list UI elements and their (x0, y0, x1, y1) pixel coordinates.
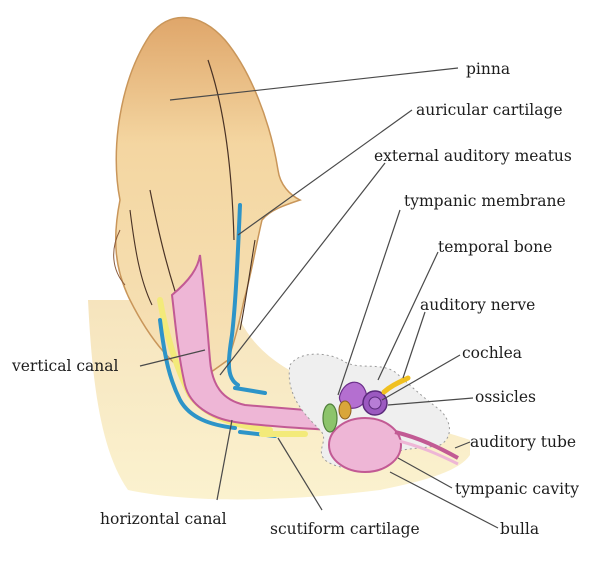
label-auditory-nerve: auditory nerve (420, 296, 535, 314)
label-auricular-cartilage: auricular cartilage (416, 101, 563, 119)
label-horizontal-canal: horizontal canal (100, 510, 227, 528)
tympanic-cavity (329, 418, 401, 472)
label-scutiform-cartilage: scutiform cartilage (270, 520, 420, 538)
label-vertical-canal: vertical canal (11, 357, 118, 375)
tympanic-membrane-shape (323, 404, 337, 432)
label-tympanic-membrane: tympanic membrane (404, 192, 566, 210)
label-pinna: pinna (466, 60, 510, 78)
ossicles-shape (339, 401, 351, 419)
label-bulla: bulla (500, 520, 539, 538)
label-external-auditory-meatus: external auditory meatus (374, 147, 572, 165)
temporal-bone-leader (378, 252, 438, 380)
label-temporal-bone: temporal bone (438, 238, 552, 256)
label-ossicles: ossicles (475, 388, 536, 406)
label-cochlea: cochlea (462, 344, 522, 362)
label-auditory-tube: auditory tube (470, 433, 576, 451)
cochlea-shape (369, 397, 381, 409)
auditory-nerve-leader (403, 312, 425, 378)
label-tympanic-cavity: tympanic cavity (455, 480, 579, 498)
